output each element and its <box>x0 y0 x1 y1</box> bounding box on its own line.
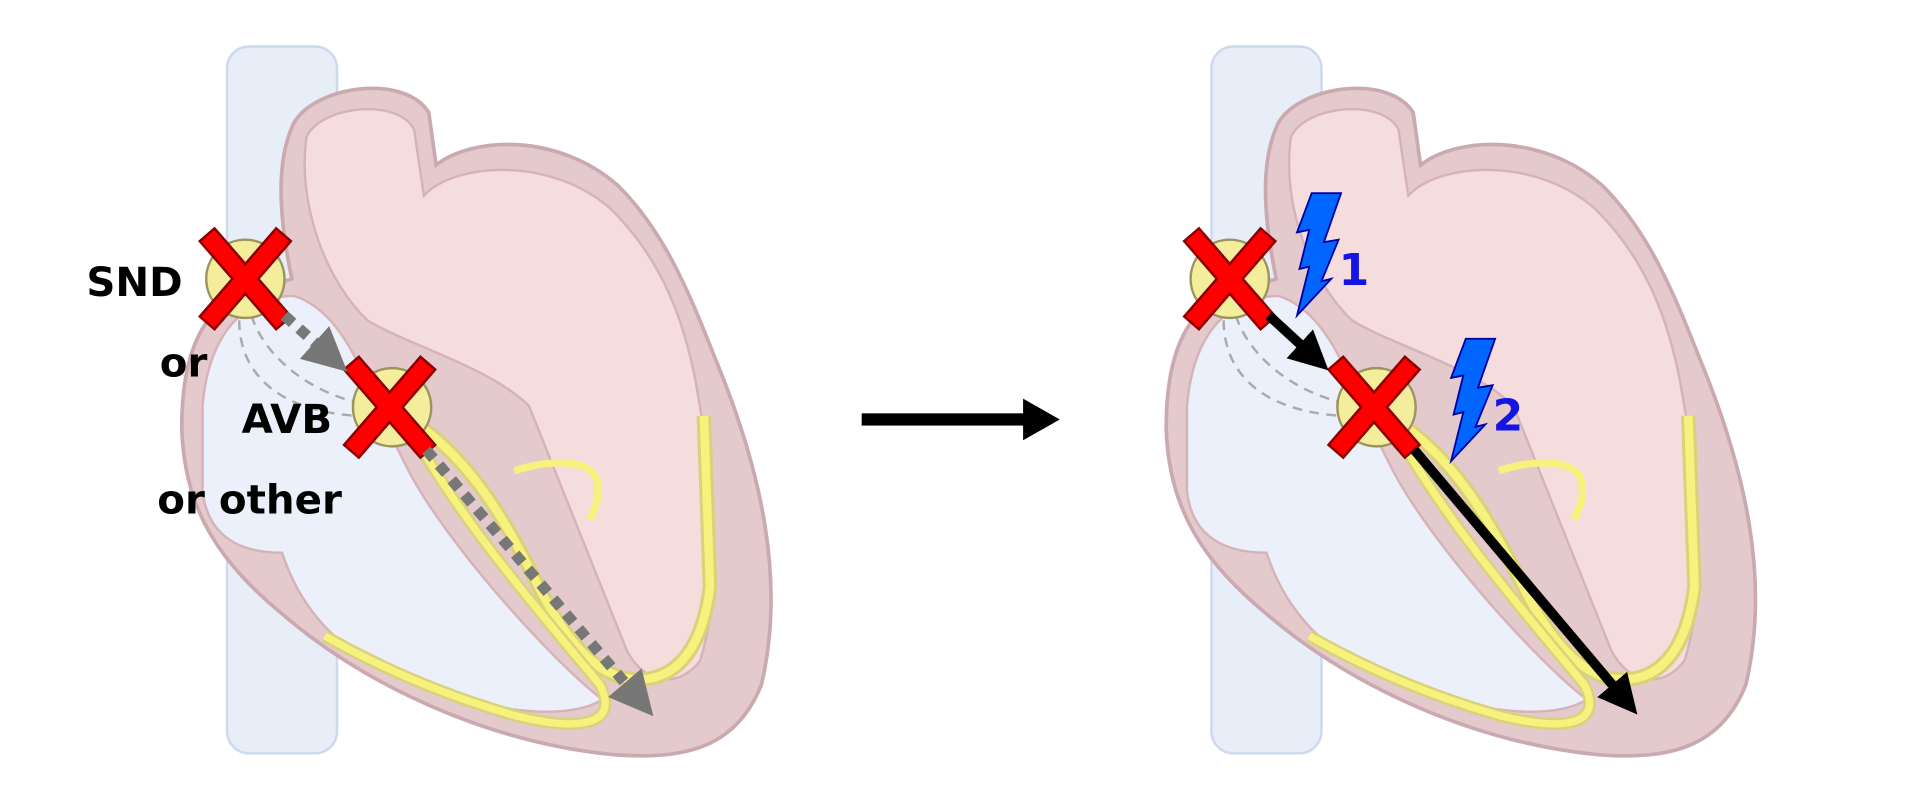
snd-label: SND <box>86 259 182 306</box>
or-label: or <box>160 340 208 387</box>
or-other-label: or other <box>157 477 342 524</box>
transition-arrow-icon <box>861 398 1060 441</box>
paced-conduction-arrow-2 <box>1410 446 1638 715</box>
impaired-conduction-arrow-1 <box>280 311 348 372</box>
shock-label-1: 1 <box>1339 245 1370 296</box>
right-heart-panel: 1 2 <box>1166 46 1755 755</box>
left-heart-panel: SND or AVB or other <box>86 46 771 755</box>
paced-conduction-arrow-1 <box>1265 311 1329 371</box>
avb-label: AVB <box>242 396 332 443</box>
impaired-conduction-arrow-2 <box>422 446 654 717</box>
shock-label-2: 2 <box>1493 390 1524 441</box>
